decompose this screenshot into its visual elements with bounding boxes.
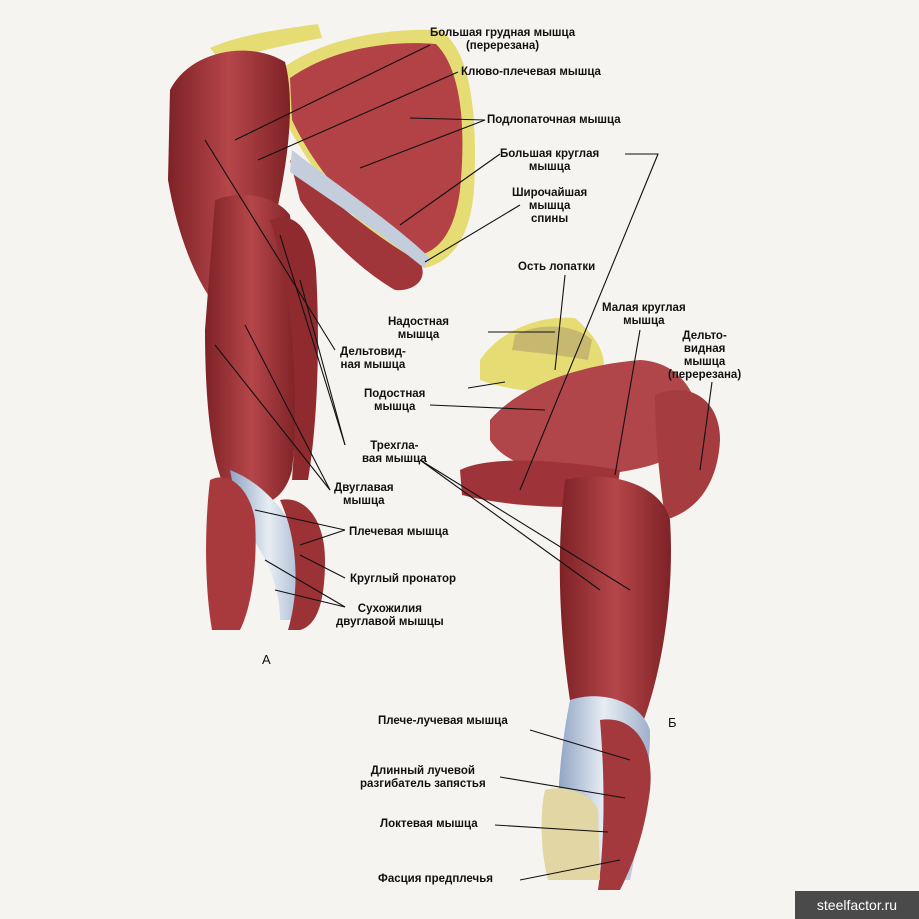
- leader-brachioradialis: [529, 729, 631, 761]
- leader-deltoid-cut: [699, 381, 713, 471]
- leader-infraspinatus-2: [429, 404, 546, 411]
- label-scapular-spine: Ость лопатки: [518, 261, 596, 273]
- leader-pec-major: [234, 44, 431, 141]
- leader-biceps-1: [244, 324, 331, 491]
- label-pec-major: Большая грудная мышца(перерезана): [430, 27, 576, 52]
- leader-anconeus: [494, 824, 609, 833]
- leader-latissimus: [424, 204, 521, 263]
- label-deltoid: Дельтовид-ная мышца: [340, 346, 406, 371]
- label-forearm-fascia: Фасция предплечья: [378, 873, 493, 885]
- label-anconeus: Локтевая мышца: [380, 818, 478, 830]
- latissimus-tendon: [290, 150, 430, 268]
- leader-teres-major-1: [399, 153, 501, 226]
- triceps-muscle-b: [559, 476, 671, 730]
- leader-triceps-1: [279, 234, 346, 446]
- leader-triceps-3: [419, 459, 601, 591]
- label-coracobrachialis: Клюво-плечевая мышца: [461, 66, 601, 78]
- leader-brachialis-2: [299, 529, 346, 546]
- leader-tendons-1: [264, 559, 346, 608]
- supraspinatus-muscle: [512, 326, 592, 360]
- leader-deltoid: [204, 139, 336, 351]
- deltoid-cut-muscle: [655, 390, 720, 520]
- label-brachioradialis: Плече-лучевая мышца: [378, 715, 508, 727]
- watermark: steelfactor.ru: [795, 891, 919, 919]
- leader-pronator: [299, 554, 346, 579]
- label-brachialis: Плечевая мышца: [349, 526, 449, 538]
- leader-fascia: [519, 859, 621, 881]
- leader-subscapularis-1: [409, 117, 486, 121]
- leader-brachialis-1: [254, 509, 346, 531]
- leader-coracobrachialis: [257, 71, 459, 161]
- leader-triceps-4: [419, 459, 631, 591]
- leader-subscapularis-2: [359, 119, 486, 169]
- infraspinatus-muscle: [490, 360, 700, 476]
- forearm-muscles-b: [598, 719, 651, 890]
- arm-posterior-view: [460, 317, 720, 890]
- leader-scapular-spine: [554, 274, 566, 371]
- subscapularis-muscle: [290, 43, 463, 255]
- leader-triceps-2: [299, 279, 346, 446]
- leader-ecrl: [499, 776, 626, 799]
- leader-teres-minor: [614, 329, 641, 476]
- panel-label-b: Б: [668, 715, 677, 730]
- leader-lines: [204, 44, 713, 881]
- leader-tendons-2: [274, 589, 346, 608]
- leader-biceps-2: [214, 344, 331, 491]
- olecranon-bone: [541, 788, 600, 880]
- forearm-muscles-a: [206, 477, 256, 630]
- label-pronator: Круглый пронатор: [350, 573, 457, 585]
- leader-infraspinatus-1: [467, 381, 506, 389]
- arm-anterior-view: [168, 24, 475, 630]
- panel-label-a: А: [262, 652, 271, 667]
- biceps-muscle: [205, 195, 298, 507]
- triceps-muscle-a: [270, 217, 318, 480]
- leader-teres-major-2: [519, 153, 659, 491]
- label-subscapularis: Подлопаточная мышца: [487, 114, 621, 126]
- brachialis-muscle-a: [280, 499, 325, 630]
- label-triceps: Трехгла-вая мышца: [362, 440, 427, 465]
